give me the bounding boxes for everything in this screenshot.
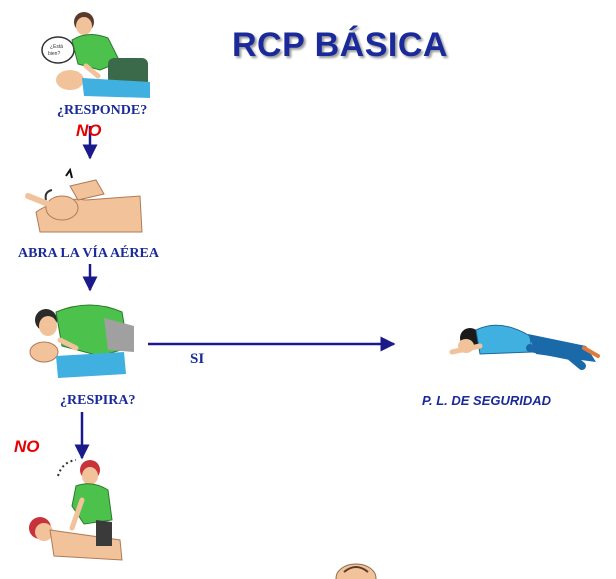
partial-figure-illustration bbox=[335, 563, 377, 579]
recovery-position-label: P. L. DE SEGURIDAD bbox=[422, 393, 552, 408]
check-breathing-illustration bbox=[29, 304, 134, 378]
svg-text:¿Está: ¿Está bbox=[50, 44, 63, 50]
chest-compression-illustration bbox=[29, 459, 123, 561]
open-airway-illustration bbox=[25, 167, 143, 233]
recovery-position-illustration bbox=[449, 324, 600, 370]
check-responsiveness-illustration: ¿Está bien? bbox=[41, 12, 150, 98]
step-label-respira: ¿RESPIRA? bbox=[60, 393, 136, 408]
svg-text:bien?: bien? bbox=[48, 51, 60, 57]
branch-no-label-2: NO bbox=[14, 437, 40, 456]
branch-si-label: SI bbox=[190, 351, 205, 367]
step-label-airway: ABRA LA VÍA AÉREA bbox=[18, 246, 159, 261]
page-title: RCP BÁSICA bbox=[232, 26, 448, 64]
step-label-responde: ¿RESPONDE? bbox=[57, 103, 148, 118]
branch-no-label: NO bbox=[76, 121, 102, 140]
